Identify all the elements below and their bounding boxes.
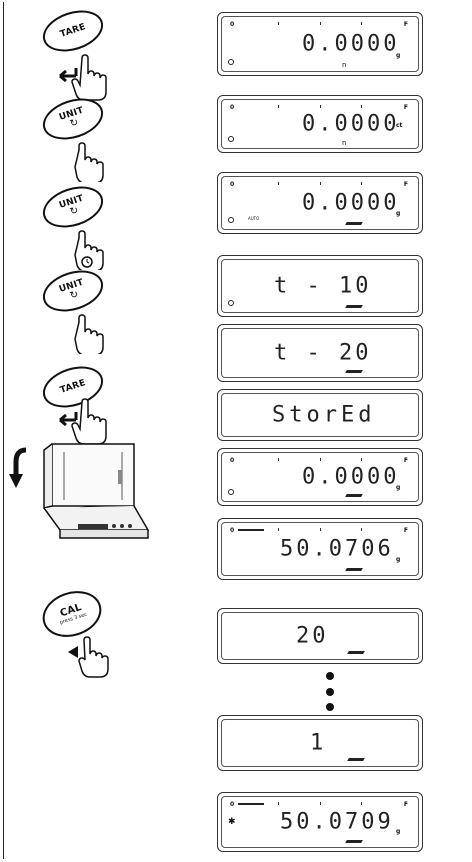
tick-mark [320,22,321,25]
display-1: 0 F 0.0000 g n [217,12,423,76]
stability-circle-icon [228,136,234,142]
stable-indicator [347,651,365,654]
display-value: t - 10 [274,273,372,299]
display-value: 50.0709 [280,809,394,835]
full-mark: F [403,527,408,534]
sequence-dot [326,703,334,711]
cycle-arrows-icon: ↻ [68,116,81,130]
tick-mark [361,458,362,461]
tick-mark [361,182,362,185]
display-6: StorEd [217,389,423,441]
display-11: 0 F ✱ 50.0709 g [217,792,423,852]
full-mark: F [403,104,408,111]
display-value: 1 [310,730,327,756]
tick-mark [278,22,279,25]
unit-label: g [396,484,401,491]
tick-mark [320,458,321,461]
display-value: 0.0000 [302,190,400,216]
stable-indicator [347,758,365,761]
display-value: StorEd [272,402,376,428]
unit-label: g [396,210,401,217]
display-value: 0.0000 [302,111,400,137]
tare-label: TARE [58,22,88,40]
full-mark: F [403,181,408,188]
display-value: 0.0000 [302,464,400,490]
display-value: 20 [296,623,329,649]
tick-mark [278,528,279,531]
tick-mark [361,528,362,531]
tick-mark [278,182,279,185]
display-value: 0.0000 [302,31,400,57]
zero-mark: 0 [230,801,235,808]
stability-circle-icon [228,217,234,223]
hand-up-icon [74,142,104,182]
tick-mark [320,182,321,185]
display-4: t - 10 [217,255,423,317]
capacity-bar [238,529,264,531]
display-value: t - 20 [274,340,372,366]
zero-mark: 0 [230,457,235,464]
page-frame [3,2,470,859]
hand-press-icon [68,636,109,678]
full-mark: F [403,21,408,28]
hand-hold-icon [74,230,104,270]
full-mark: F [403,801,408,808]
stable-indicator [345,840,363,843]
stability-circle-icon [228,489,234,495]
display-7: 0 F 0.0000 g [217,448,423,506]
stable-indicator [345,222,363,225]
stability-circle-icon [228,300,234,306]
stable-indicator [345,370,363,373]
sequence-dot [326,688,334,696]
tick-mark [278,802,279,805]
auto-indicator: AUTO [248,216,260,221]
zero-mark: 0 [230,21,235,28]
calibration-star-icon: ✱ [228,817,236,827]
load-arrow-icon [9,447,27,488]
display-value: 50.0706 [280,536,394,562]
hand-up-icon [74,314,104,354]
unit-label: g [396,828,401,835]
stable-indicator [345,568,363,571]
stable-indicator [345,494,363,497]
tick-mark [361,105,362,108]
display-9: 20 [217,608,423,664]
cycle-arrows-icon: ↻ [68,288,81,302]
tick-mark [361,22,362,25]
tick-mark [278,105,279,108]
tick-mark [320,528,321,531]
capacity-bar [238,803,264,805]
stability-circle-icon [228,59,234,65]
display-5: t - 20 [217,324,423,382]
tick-mark [320,105,321,108]
display-10: 1 [217,715,423,771]
display-3: 0 F AUTO 0.0000 g [217,172,423,234]
tick-mark [320,802,321,805]
full-mark: F [403,457,408,464]
cycle-arrows-icon: ↻ [68,204,81,218]
sequence-dot [326,672,334,680]
unit-label: g [396,52,401,59]
unit-label: g [396,556,401,563]
stable-indicator [345,305,363,308]
zero-mark: 0 [230,181,235,188]
tare-label: TARE [58,378,88,396]
balance-illustration [43,443,150,539]
net-indicator: n [342,61,347,69]
zero-mark: 0 [230,527,235,534]
tick-mark [361,802,362,805]
zero-mark: 0 [230,104,235,111]
display-8: 0 F 50.0706 g [217,518,423,580]
tick-mark [278,458,279,461]
display-2: 0 F 0.0000 ct n [217,95,423,153]
net-indicator: n [342,139,347,147]
unit-label: ct [396,122,403,129]
hand-press-icon [59,398,107,445]
hand-press-icon [59,54,107,101]
